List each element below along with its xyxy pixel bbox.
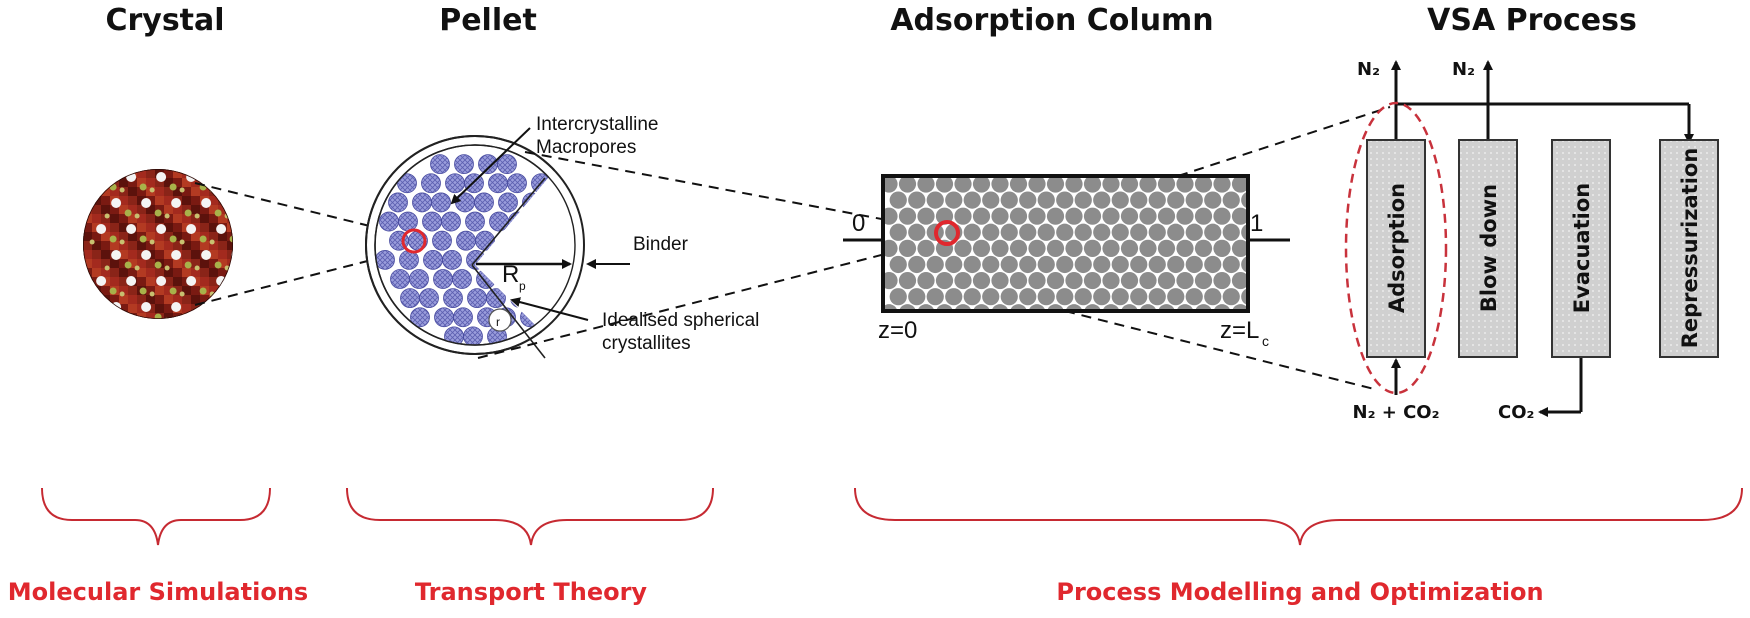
selected-crystallite-marker [401, 228, 427, 254]
macropore-arrow [450, 127, 531, 205]
co2-outlet-label: CO₂ [1498, 402, 1534, 423]
svg-text:z=L: z=L [1220, 317, 1259, 344]
adsorption-highlight [1344, 101, 1448, 395]
n2-outlet-1-label: N₂ [1357, 59, 1380, 80]
z-end-label: z=L c [1220, 317, 1269, 349]
step-label-adsorption: Adsorption [1385, 183, 1409, 313]
macropores-label-line2: Macropores [536, 137, 636, 158]
zoom-line-crystal-bottom [194, 253, 396, 306]
step-label-repressurization: Repressurization [1678, 148, 1702, 349]
step-evacuation [1551, 139, 1611, 358]
title-crystal: Crystal [105, 3, 224, 38]
title-adsorption-column: Adsorption Column [890, 3, 1213, 38]
brace-transport [346, 487, 714, 546]
selected-pellet-marker [934, 220, 960, 246]
brace-process [854, 487, 1743, 546]
title-vsa-process: VSA Process [1427, 3, 1637, 38]
pellet-diagram: r [365, 127, 630, 370]
crystallites-label-line2: crystallites [602, 333, 691, 354]
step-label-blow-down: Blow down [1477, 184, 1501, 312]
brace-molecular [41, 487, 271, 546]
crystal-structure-image [83, 169, 233, 319]
feed-label: N₂ + CO₂ [1353, 402, 1440, 423]
zoom-line-pellet-bottom [477, 239, 941, 359]
step-label-evacuation: Evacuation [1570, 183, 1594, 313]
z-start-label: z=0 [878, 317, 917, 344]
column-inlet-label: 0 [852, 210, 865, 237]
column-outlet-label: 1 [1250, 210, 1263, 237]
n2-outlet-2-label: N₂ [1452, 59, 1475, 80]
svg-text:p: p [519, 279, 526, 293]
binder-label: Binder [633, 234, 689, 255]
crystallites-label-line1: Idealised spherical [602, 310, 759, 331]
label-transport-theory: Transport Theory [415, 578, 648, 606]
label-process-modelling: Process Modelling and Optimization [1056, 578, 1543, 606]
macropores-label-line1: Intercrystalline [536, 114, 659, 135]
svg-text:R: R [502, 261, 519, 288]
crystallite-radius-label: r [496, 315, 500, 329]
step-adsorption [1366, 139, 1426, 358]
crystallite-arrow [510, 297, 589, 321]
vsa-process-diagram [1344, 60, 1719, 417]
zoom-line-column-top [1177, 106, 1391, 177]
zoom-line-crystal-top [194, 182, 379, 229]
zoom-line-pellet-top [524, 151, 941, 231]
title-pellet: Pellet [439, 3, 537, 38]
adsorption-column [843, 174, 1290, 313]
step-repressurization [1659, 139, 1719, 358]
zoom-line-column-bottom [1064, 310, 1379, 391]
step-blow-down [1458, 139, 1518, 358]
svg-text:c: c [1262, 333, 1269, 349]
label-molecular-simulations: Molecular Simulations [8, 578, 308, 606]
radius-label: R p [502, 261, 526, 293]
